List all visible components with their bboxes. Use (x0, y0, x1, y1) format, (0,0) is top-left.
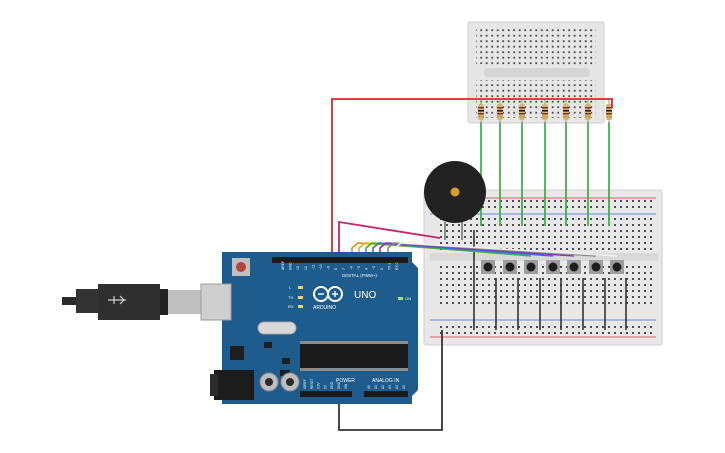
pin-label: ~3 (372, 266, 376, 270)
pin-label: 2 (380, 268, 384, 270)
pin-label: ~6 (349, 266, 353, 270)
led-tx-label: TX (288, 295, 293, 300)
pin-label: 12 (304, 266, 308, 270)
led-tx (298, 296, 303, 299)
usb-port (200, 283, 232, 321)
power-jack (214, 370, 254, 400)
crystal (257, 321, 297, 335)
regulator-chip (230, 346, 244, 360)
pin-label: ~9 (327, 266, 331, 270)
pin-label: 3.3V (317, 382, 321, 389)
pin-label: RX 0 (395, 262, 399, 270)
pin-label: ~11 (311, 264, 315, 270)
pin-label: A1 (374, 385, 378, 389)
pin-label: ~5 (357, 266, 361, 270)
digital-header-label: DIGITAL (PWM~) (342, 273, 377, 278)
arduino-uno-board[interactable]: UNO ARDUINO DIGITAL (PWM~) L TX RX ON (200, 252, 418, 404)
smd-component (264, 342, 272, 348)
pin-label: 4 (365, 268, 369, 270)
pin-label: TX 1 (387, 263, 391, 270)
led-l (298, 286, 303, 289)
pin-label: ~10 (319, 264, 323, 270)
pin-label: 5V (323, 384, 327, 389)
pushbutton[interactable] (503, 260, 517, 274)
led-on-label: ON (405, 296, 411, 301)
resistor[interactable] (478, 100, 484, 124)
usb-cable[interactable] (62, 284, 224, 320)
resistor[interactable] (585, 100, 591, 124)
digital-header[interactable] (272, 257, 408, 263)
pushbutton[interactable] (546, 260, 560, 274)
led-on (398, 297, 403, 300)
green-wires (480, 122, 610, 226)
pin-label: GND (337, 381, 341, 389)
led-rx (298, 305, 303, 308)
board-model: UNO (354, 290, 376, 301)
smd-component (282, 358, 290, 364)
pin-label: GND (330, 381, 334, 389)
pin-label: GND (289, 262, 293, 270)
analog-header-label: ANALOG IN (372, 378, 400, 384)
pin-label: AREF (281, 261, 285, 270)
resistor[interactable] (519, 100, 525, 124)
pin-label: 7 (342, 268, 346, 270)
resistor[interactable] (542, 100, 548, 124)
power-header[interactable] (300, 391, 352, 397)
resistor[interactable] (606, 100, 612, 124)
board-brand: ARDUINO (313, 305, 336, 311)
pin-label: 8 (334, 268, 338, 270)
black-ground-wire[interactable] (338, 330, 443, 431)
atmega-chip (300, 344, 408, 368)
pin-label: A5 (402, 385, 406, 389)
pushbutton[interactable] (610, 260, 624, 274)
pushbutton[interactable] (567, 260, 581, 274)
pin-label: 13 (296, 266, 300, 270)
resistor[interactable] (563, 100, 569, 124)
pin-label: A2 (381, 385, 385, 389)
arduino-logo (313, 286, 343, 302)
magenta-buzzer-wire[interactable] (338, 220, 441, 260)
reset-button-cap[interactable] (236, 262, 246, 272)
pin-label: IOREF (303, 379, 307, 389)
piezo-buzzer[interactable] (424, 161, 486, 240)
pin-label: A4 (395, 385, 399, 389)
led-rx-label: RX (288, 304, 294, 309)
red-5v-wire[interactable] (331, 98, 613, 398)
resistor-array[interactable] (478, 100, 612, 124)
resistor[interactable] (497, 100, 503, 124)
pushbutton[interactable] (481, 260, 495, 274)
smd-component (280, 370, 290, 376)
pin-label: VIN (344, 383, 348, 389)
pin-label: A3 (388, 385, 392, 389)
led-l-label: L (289, 285, 292, 290)
pin-label: RESET (310, 378, 314, 389)
small-breadboard[interactable] (467, 21, 605, 124)
power-header-label: POWER (336, 378, 355, 384)
pushbutton[interactable] (524, 260, 538, 274)
analog-header[interactable] (364, 391, 408, 397)
pushbutton-array[interactable] (481, 260, 624, 274)
pushbutton[interactable] (589, 260, 603, 274)
pin-label: A0 (367, 385, 371, 389)
